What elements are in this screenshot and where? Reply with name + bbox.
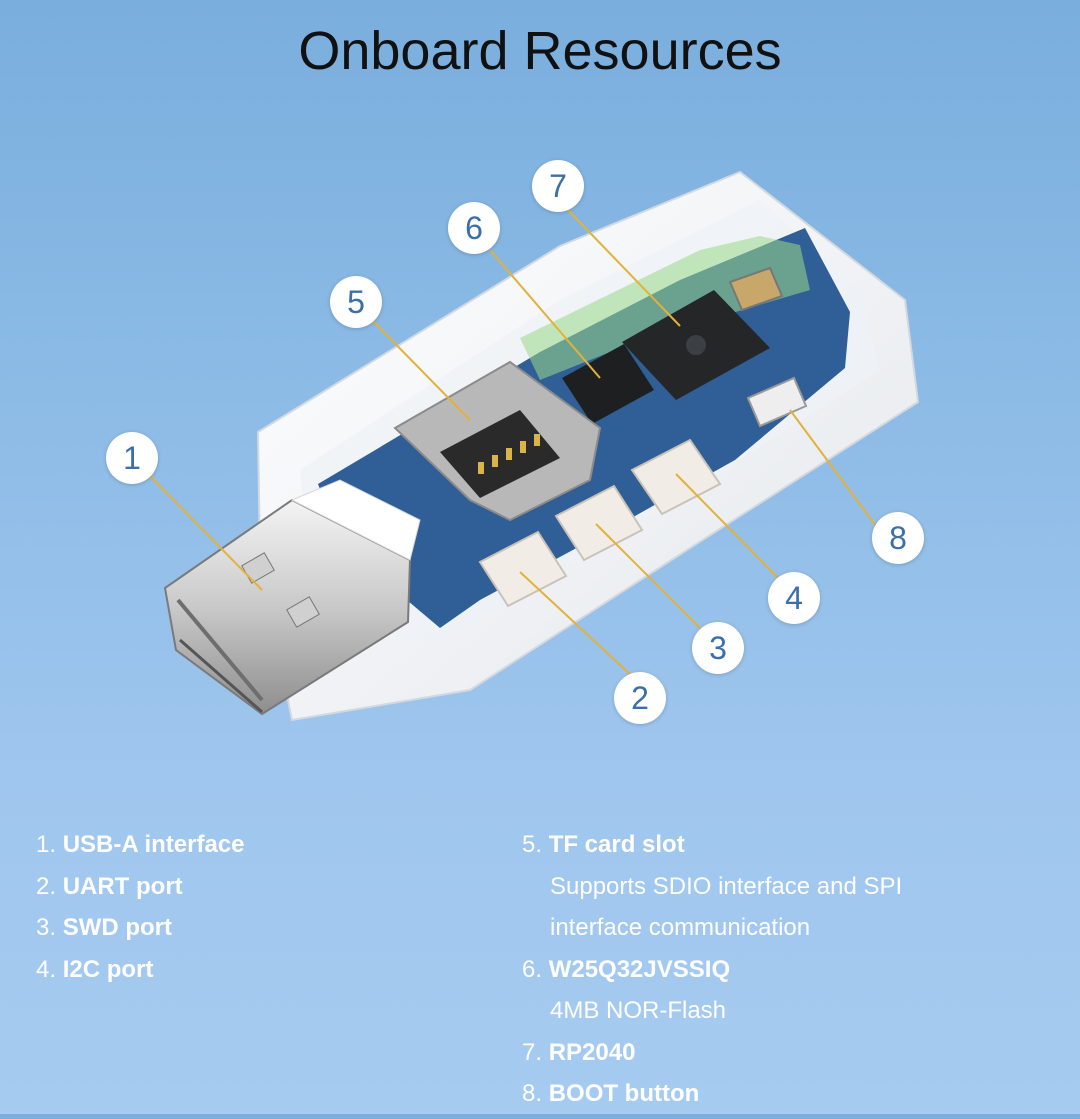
boot-button-part: [746, 376, 808, 428]
callout-2: 2: [614, 672, 666, 724]
legend-item: 8. BOOT button: [522, 1080, 700, 1107]
legend-item: 1. USB-A interface: [36, 831, 245, 858]
legend-item: 7. RP2040: [522, 1038, 636, 1066]
product-illustration: [145, 170, 920, 722]
callout-8: 8: [872, 512, 924, 564]
legend-item: 4. I2C port: [36, 955, 154, 983]
legend-item: 5. TF card slot: [522, 831, 685, 858]
tf-card-slot: [393, 360, 602, 522]
callout-3: 3: [692, 622, 744, 674]
jst-ports: [478, 438, 722, 608]
callout-6: 6: [448, 202, 500, 254]
legend-item: 6. W25Q32JVSSIQ: [522, 955, 731, 983]
legend-desc: Supports SDIO interface and SPI: [550, 872, 903, 900]
legend-desc: interface communication: [550, 914, 811, 941]
legend-right: 5. TF card slot Supports SDIO interface …: [522, 828, 902, 1119]
flash-chip: [562, 344, 654, 424]
legend-desc: 4MB NOR-Flash: [550, 997, 727, 1024]
legend-item: 3. SWD port: [36, 914, 172, 941]
page-title: Onboard Resources: [298, 21, 782, 81]
legend-item: 2. UART port: [36, 872, 183, 900]
rp2040-chip: [622, 290, 770, 400]
callout-1: 1: [106, 432, 158, 484]
callout-4: 4: [768, 572, 820, 624]
callout-7: 7: [532, 160, 584, 212]
leader-lines: [145, 209, 877, 677]
crystal-oscillator: [728, 266, 784, 312]
callout-5: 5: [330, 276, 382, 328]
legend-left: 1. USB-A interface 2. UART port 3. SWD p…: [36, 828, 245, 994]
